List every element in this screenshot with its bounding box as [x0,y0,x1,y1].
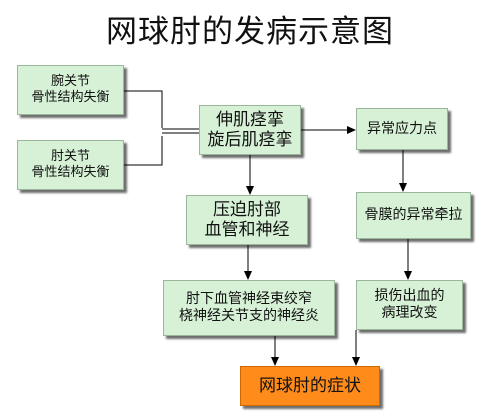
box-text: 旋后肌痉挛 [207,130,293,150]
wrist-imbalance-box: 腕关节 骨性结构失衡 [17,65,124,115]
box-text: 骨膜的异常牵拉 [364,207,463,224]
stress-point-box: 异常应力点 [356,108,448,150]
neuritis-box: 肘下血管神经束绞窄 桡神经关节支的神经炎 [163,280,335,336]
box-text: 网球肘的症状 [259,375,361,396]
box-text: 压迫肘部 [213,199,281,220]
box-text: 血管和神经 [204,220,290,240]
box-text: 肘下血管神经束绞窄 [186,291,312,308]
connector-wrist [124,90,163,128]
box-text: 骨性结构失衡 [31,165,110,180]
box-text: 腕关节 [50,74,90,90]
box-text: 异常应力点 [367,120,437,137]
connector-elbow [124,136,163,166]
box-text: 病理改变 [381,305,438,321]
elbow-imbalance-box: 肘关节 骨性结构失衡 [17,140,124,190]
muscle-spasm-box: 伸肌痉挛 旋后肌痉挛 [199,105,301,155]
box-text: 损伤出血的 [374,288,445,305]
bleeding-pathology-box: 损伤出血的 病理改变 [356,280,463,330]
compression-box: 压迫肘部 血管和神经 [186,195,308,245]
box-text: 桡神经关节支的神经炎 [179,308,319,324]
box-text: 伸肌痉挛 [216,109,284,130]
tennis-elbow-symptom-box: 网球肘的症状 [240,366,380,406]
periosteum-traction-box: 骨膜的异常牵拉 [356,192,471,239]
box-text: 骨性结构失衡 [31,90,110,105]
diagram-title: 网球肘的发病示意图 [106,14,394,50]
box-text: 肘关节 [50,149,90,165]
